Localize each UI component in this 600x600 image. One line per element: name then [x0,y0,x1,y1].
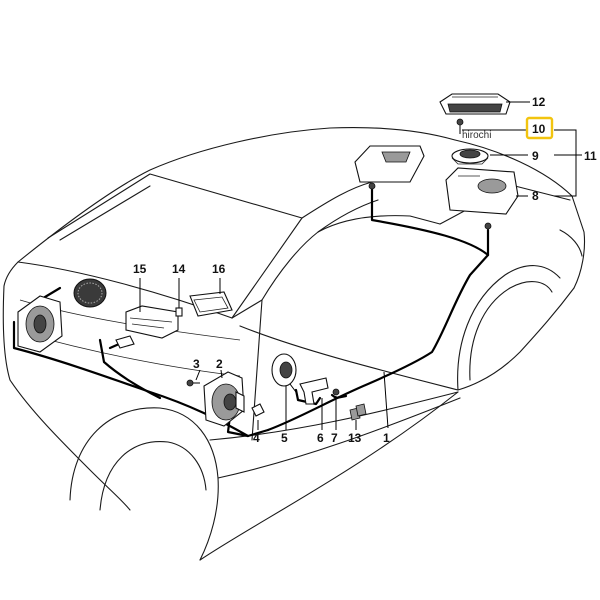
callout-10: 10 [532,122,546,136]
callout-1: 1 [383,431,390,445]
wiring-harness [12,184,490,438]
cover-plate-16 [189,291,233,317]
callout-9: 9 [532,149,539,163]
callout-highlight-box [525,116,554,140]
bracket-part-6 [299,377,329,405]
nut-part-7 [332,388,340,396]
clip-part-14 [175,307,183,317]
callout-3: 3 [193,357,200,371]
callout-11: 11 [584,149,597,163]
callout-8: 8 [532,189,539,203]
callout-12: 12 [532,95,546,109]
callout-16: 16 [212,262,226,276]
rear-speaker-box-left [354,145,425,190]
leader-lines [139,101,582,430]
callout-6: 6 [317,431,324,445]
callout-15: 15 [133,262,147,276]
callout-7: 7 [331,431,338,445]
callout-labels: 1 2 3 4 5 6 7 8 9 10 11 12 13 14 15 16 [133,95,597,445]
clip-part-13 [349,403,367,421]
connector-part-4 [251,403,265,417]
speaker-cover-rear [439,93,511,115]
callout-14: 14 [172,262,186,276]
tweeter-rear [451,148,489,165]
radio-head-unit [115,305,179,349]
screw-part-10 [456,118,464,134]
door-speaker [203,371,245,427]
callout-5: 5 [281,431,288,445]
callout-4: 4 [253,431,260,445]
speaker-grille [73,278,107,308]
front-speaker-left [17,295,63,353]
callout-13: 13 [348,431,362,445]
screw-part-3 [186,379,200,387]
door-tweeter [271,353,297,393]
watermark-text: hirochi [462,130,491,141]
rear-speaker-box-right [445,167,519,230]
callout-2: 2 [216,357,223,371]
